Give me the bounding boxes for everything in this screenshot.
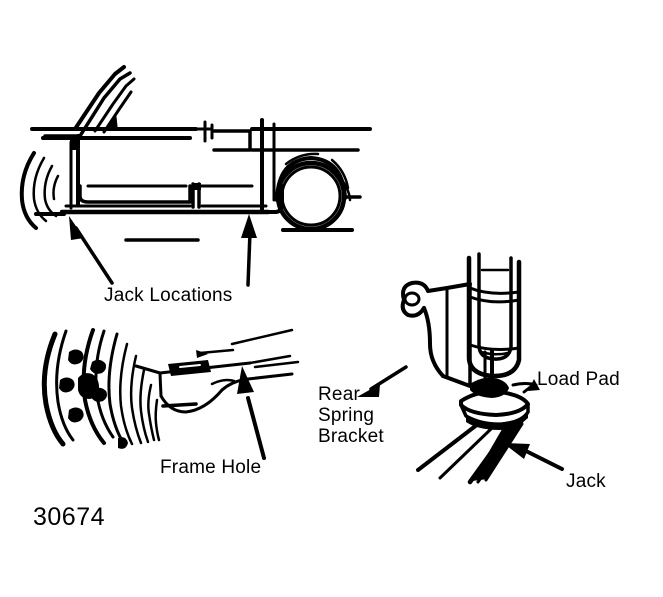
callout-leader-right xyxy=(246,230,252,287)
lug-nut-3 xyxy=(59,377,75,393)
callout-arrowhead-load-pad xyxy=(528,379,540,391)
frame-lower-flange xyxy=(161,402,198,408)
frame-rail-underside-3 xyxy=(246,372,294,381)
label-frame-hole: Frame Hole xyxy=(160,457,261,478)
label-rear-spring-bracket-line2: Spring xyxy=(318,405,374,426)
u-channel-front-lip xyxy=(468,286,521,295)
callout-arrow-load-pad xyxy=(522,379,540,394)
label-jack-locations: Jack Locations xyxy=(104,285,232,306)
callout-arrow-rear-spring-bracket xyxy=(357,365,408,397)
label-load-pad: Load Pad xyxy=(537,369,620,390)
callout-leader-bracket xyxy=(369,365,408,391)
u-channel-lower-inner-lip-2 xyxy=(479,350,510,356)
callout-arrowhead-bracket xyxy=(357,384,380,397)
lug-nut-5 xyxy=(68,407,84,423)
sheet-edge-2 xyxy=(253,360,300,369)
vehicle-side-view: Jack Locations xyxy=(19,65,372,306)
door-gap-cap xyxy=(192,183,201,190)
jack-shaft-edge-1 xyxy=(416,422,480,472)
tread-arc-6 xyxy=(154,398,161,442)
lug-nut-1-hl xyxy=(72,352,83,356)
frame-brace-upper xyxy=(134,364,162,375)
callout-arrowhead-jack xyxy=(503,443,530,459)
tread-end-node xyxy=(118,437,128,449)
lug-nut-4 xyxy=(91,387,107,402)
callout-arrowhead-right xyxy=(241,214,257,238)
callout-leader-frame-hole xyxy=(246,396,266,460)
door-lower-recess xyxy=(78,184,192,204)
tread-arc-1 xyxy=(107,332,126,446)
callout-arrowhead-left xyxy=(69,216,84,240)
frame-hole-tick-arrow xyxy=(196,350,208,358)
callout-arrow-frame-hole xyxy=(237,366,266,460)
label-rear-spring-bracket-line3: Bracket xyxy=(318,426,384,447)
sheet-edge-1 xyxy=(230,328,294,346)
tread-arc-3 xyxy=(129,354,143,445)
figure-number: 30674 xyxy=(33,503,105,531)
jack-shaft-body xyxy=(472,421,524,481)
jack-shaft-edge-2 xyxy=(438,426,494,480)
bracket-hole xyxy=(403,291,421,307)
windshield-frame-line xyxy=(93,77,136,133)
bracket-top-edge xyxy=(401,280,472,302)
windshield-outer-line xyxy=(30,65,126,131)
frame-hole-inner-highlight xyxy=(179,364,201,368)
rear-fender-highlight xyxy=(284,152,320,166)
frame-rail-underside xyxy=(159,388,224,414)
a-pillar-cap xyxy=(70,140,79,150)
bracket-rear-contour xyxy=(422,306,445,378)
rear-tire-inner xyxy=(280,165,342,227)
frame-hole-detail: Frame Hole xyxy=(41,328,300,478)
sheet-edge-3 xyxy=(210,378,236,386)
frame-rail-top-ext xyxy=(248,354,292,365)
tread-arc-4 xyxy=(139,368,150,444)
callout-leader-jack xyxy=(526,450,564,471)
windshield-corner-shade xyxy=(104,112,118,131)
tread-arc-2 xyxy=(119,342,134,446)
front-fender-arch xyxy=(19,151,38,230)
frame-rail-vert xyxy=(158,372,163,398)
rear-fender-highlight-3 xyxy=(338,176,352,202)
tread-arc-5 xyxy=(147,383,156,442)
rear-quarter-window xyxy=(212,129,252,152)
label-jack: Jack xyxy=(566,471,606,492)
callout-arrowhead-frame-hole xyxy=(237,366,254,394)
u-channel-front-lip-2 xyxy=(468,295,521,304)
callout-arrow-jack xyxy=(503,443,564,471)
callout-arrow-jack-location-left xyxy=(69,216,114,285)
wheel-rim-arc xyxy=(81,328,106,445)
frame-hole-leader-upper xyxy=(198,348,235,355)
rear-fender-highlight-2 xyxy=(330,158,350,190)
tire-sidewall-outer xyxy=(41,331,66,447)
label-rear-spring-bracket-line1: Rear xyxy=(318,384,360,405)
bracket-nose-lower xyxy=(400,298,426,318)
frame-hole-slot xyxy=(168,360,211,376)
bracket-lower-edge xyxy=(441,374,472,388)
callout-arrow-jack-location-right xyxy=(241,214,257,287)
jack-detail: Rear Spring Bracket Load Pad Jack xyxy=(318,252,620,492)
lug-nut-2-hl xyxy=(95,362,106,366)
tire-sidewall-2 xyxy=(55,329,75,442)
front-fender-arch-4 xyxy=(52,174,60,201)
